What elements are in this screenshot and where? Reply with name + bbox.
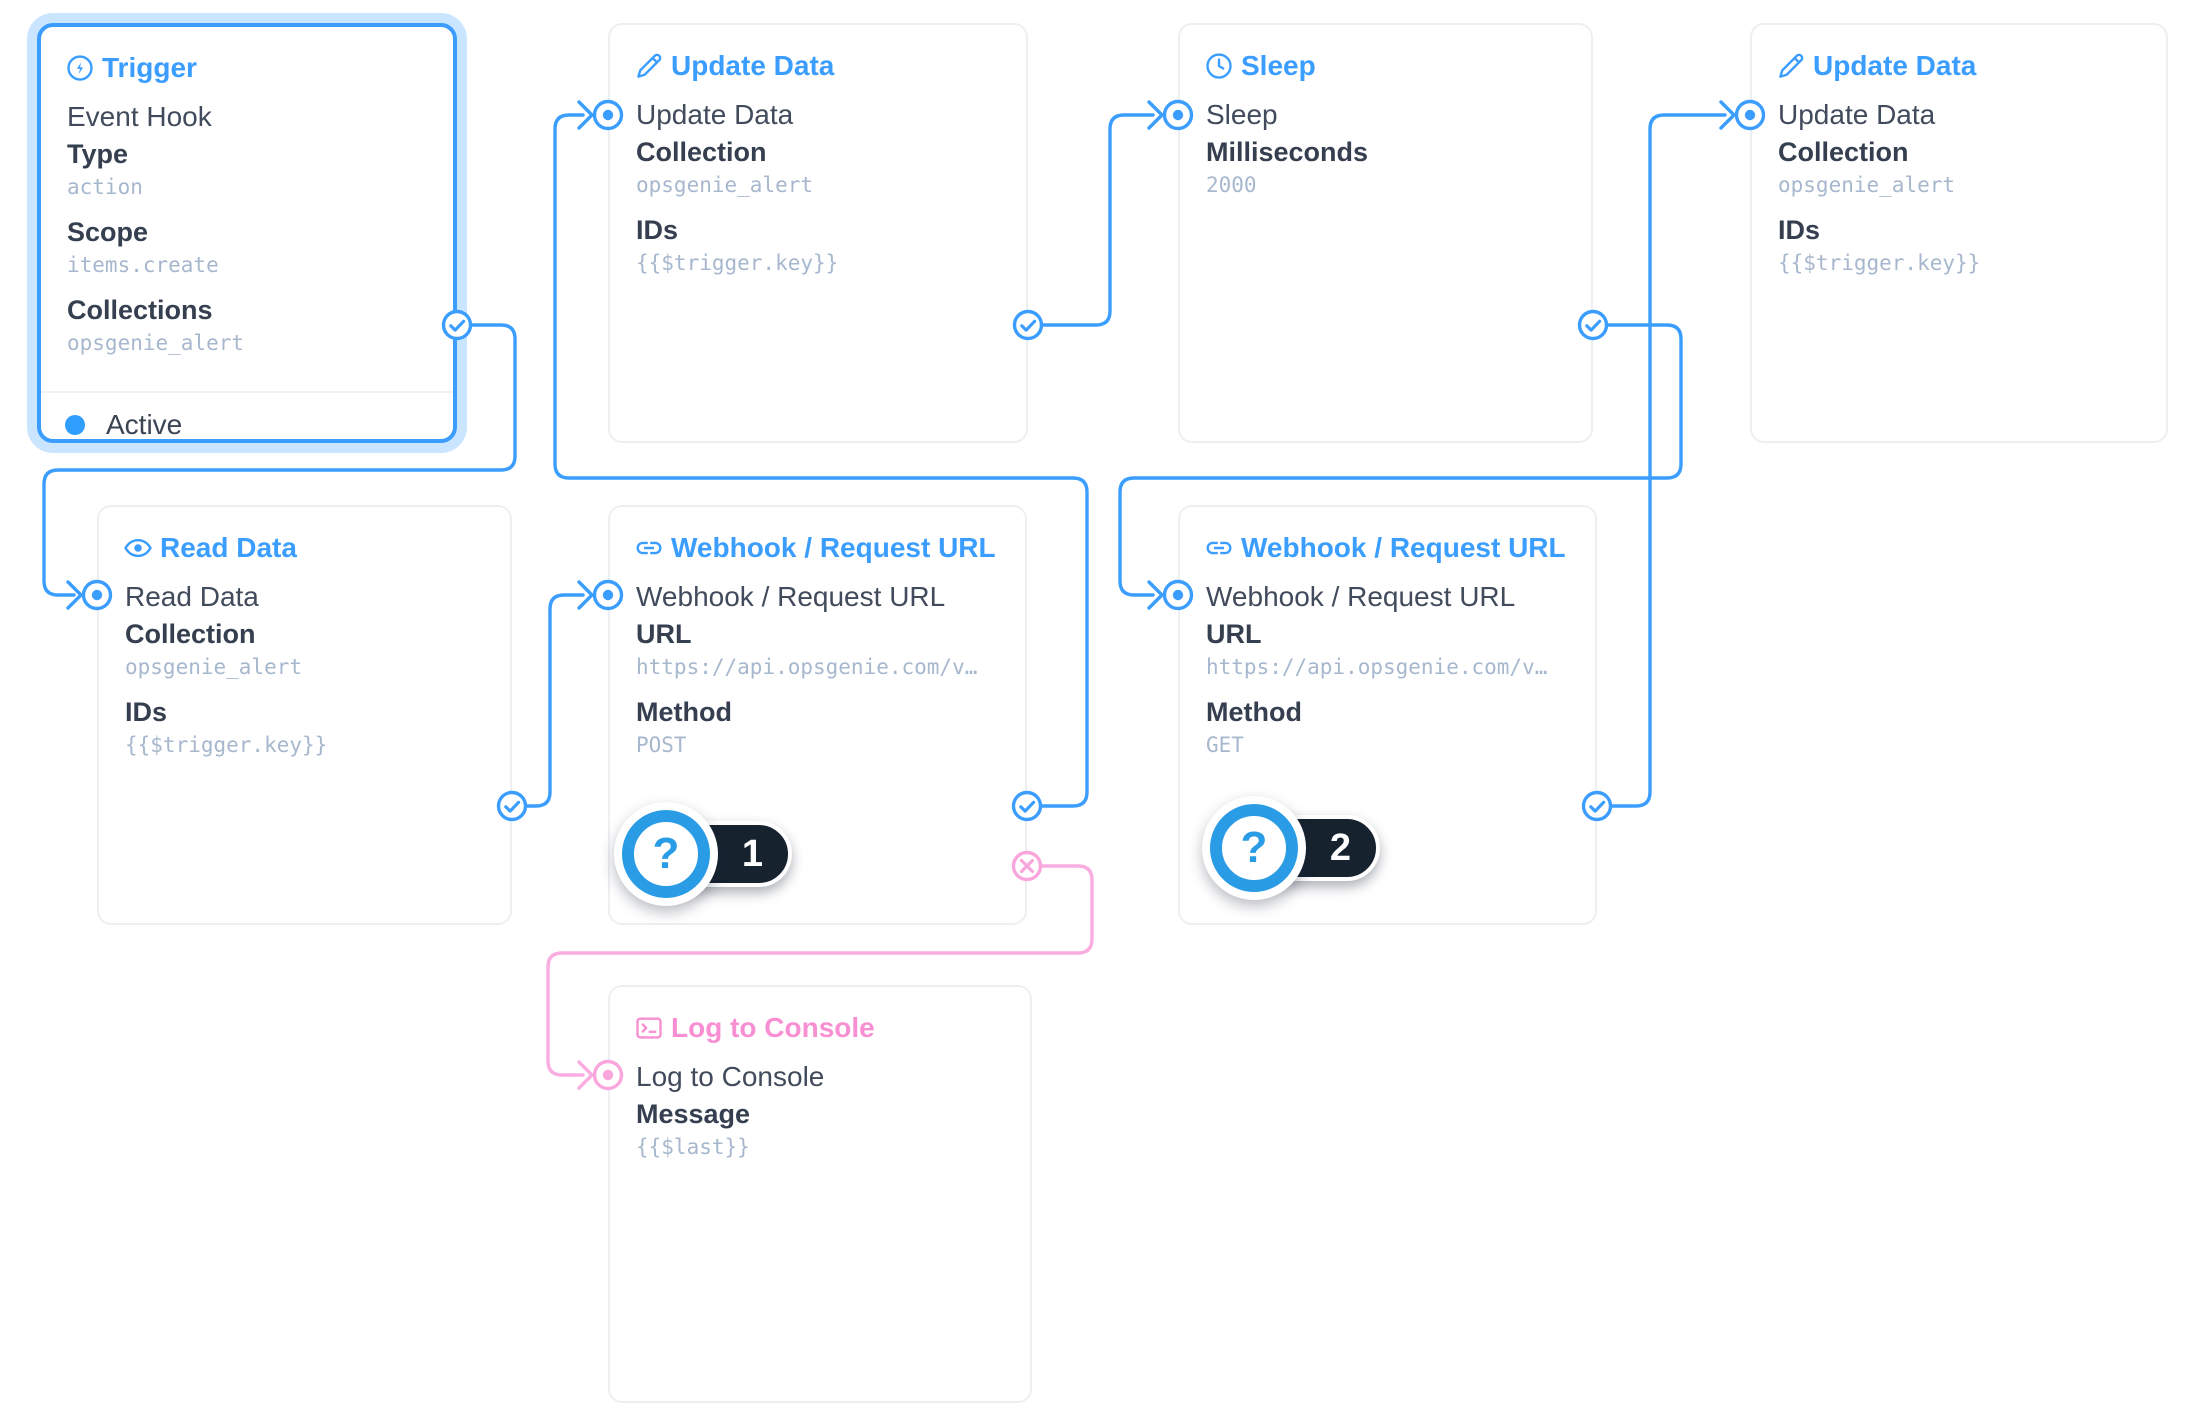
pencil-icon (1776, 51, 1806, 81)
field-label: Milliseconds (1206, 137, 1369, 167)
question-mark-icon: ? (614, 802, 718, 906)
badge-number: 1 (741, 832, 763, 875)
node-header: Read Data (123, 531, 510, 565)
node-sleep[interactable]: Sleep Sleep Milliseconds 2000 (1178, 23, 1593, 443)
arrowhead (1719, 100, 1736, 130)
field-label: URL (1206, 619, 1262, 649)
field-label: Collection (125, 619, 256, 649)
pencil-icon (634, 51, 664, 81)
question-mark-icon: ? (1202, 796, 1306, 900)
field-value: POST (636, 733, 687, 757)
arrowhead (577, 100, 594, 130)
zap-circle-icon (65, 53, 95, 83)
operation-name: Log to Console (636, 1061, 825, 1092)
node-trigger-header: Trigger (65, 51, 453, 85)
node-header: Log to Console (634, 1011, 1030, 1045)
field-value: opsgenie_alert (125, 655, 303, 679)
arrowhead (577, 580, 594, 610)
help-badge-1[interactable]: 1 ? (614, 802, 792, 906)
node-title: Update Data (671, 50, 835, 81)
link-icon (1204, 533, 1234, 563)
node-title: Webhook / Request URL (1241, 532, 1566, 563)
field-value: action (67, 175, 143, 199)
node-title: Trigger (102, 52, 197, 83)
badge-question-glyph: ? (1210, 804, 1298, 892)
arrowhead (66, 580, 83, 610)
node-trigger[interactable]: Trigger Event Hook Type action Scope ite… (37, 23, 457, 443)
node-header: Update Data (1776, 49, 2166, 83)
badge-question-glyph: ? (622, 810, 710, 898)
eye-icon (123, 533, 153, 563)
clock-icon (1204, 51, 1234, 81)
node-header: Sleep (1204, 49, 1591, 83)
operation-name: Webhook / Request URL (636, 581, 946, 612)
trigger-type-name: Event Hook (67, 101, 212, 132)
node-header: Webhook / Request URL (634, 531, 1025, 565)
node-title: Read Data (160, 532, 297, 563)
field-value: https://api.opsgenie.com/v… (636, 655, 978, 679)
field-value: opsgenie_alert (67, 331, 245, 355)
node-update-data-1[interactable]: Update Data Update Data Collection opsge… (608, 23, 1028, 443)
field-label: IDs (1778, 215, 1821, 245)
field-label: Scope (67, 217, 149, 247)
node-header: Webhook / Request URL (1204, 531, 1595, 565)
operation-name: Update Data (636, 99, 794, 130)
arrowhead (577, 1060, 594, 1090)
arrowhead (1147, 100, 1164, 130)
field-value: {{$trigger.key}} (125, 733, 328, 757)
arrowhead (1147, 580, 1164, 610)
divider (41, 391, 453, 393)
wire-webhook-2-to-update-data-2 (1610, 113, 1727, 808)
status-label: Active (106, 409, 183, 440)
field-label: Method (636, 697, 732, 727)
field-value: {{$last}} (636, 1135, 750, 1159)
node-title: Webhook / Request URL (671, 532, 996, 563)
field-value: 2000 (1206, 173, 1257, 197)
field-label: Collections (67, 295, 213, 325)
field-label: Method (1206, 697, 1302, 727)
link-icon (634, 533, 664, 563)
field-label: Message (636, 1099, 751, 1129)
field-label: URL (636, 619, 692, 649)
terminal-icon (634, 1013, 664, 1043)
badge-number: 2 (1329, 826, 1351, 869)
wire-read-data-to-webhook-1 (525, 593, 585, 808)
field-value: opsgenie_alert (636, 173, 814, 197)
active-status-dot (65, 415, 85, 435)
operation-name: Update Data (1778, 99, 1936, 130)
node-title: Update Data (1813, 50, 1977, 81)
node-update-data-2[interactable]: Update Data Update Data Collection opsge… (1750, 23, 2168, 443)
node-read-data[interactable]: Read Data Read Data Collection opsgenie_… (97, 505, 512, 925)
field-value: items.create (67, 253, 219, 277)
help-badge-2[interactable]: 2 ? (1202, 796, 1380, 900)
node-title: Sleep (1241, 50, 1316, 81)
node-title: Log to Console (671, 1012, 875, 1043)
node-log-to-console[interactable]: Log to Console Log to Console Message {{… (608, 985, 1032, 1403)
wire-update-data-1-to-sleep (1041, 113, 1155, 327)
field-label: IDs (125, 697, 168, 727)
field-label: Type (67, 139, 129, 169)
operation-name: Read Data (125, 581, 259, 612)
status-row: Active (65, 409, 182, 441)
field-value: https://api.opsgenie.com/v… (1206, 655, 1548, 679)
field-label: Collection (1778, 137, 1909, 167)
field-value: {{$trigger.key}} (636, 251, 839, 275)
field-label: Collection (636, 137, 767, 167)
node-header: Update Data (634, 49, 1026, 83)
field-value: {{$trigger.key}} (1778, 251, 1981, 275)
operation-name: Webhook / Request URL (1206, 581, 1516, 612)
field-value: GET (1206, 733, 1244, 757)
operation-name: Sleep (1206, 99, 1278, 130)
field-value: opsgenie_alert (1778, 173, 1956, 197)
field-label: IDs (636, 215, 679, 245)
